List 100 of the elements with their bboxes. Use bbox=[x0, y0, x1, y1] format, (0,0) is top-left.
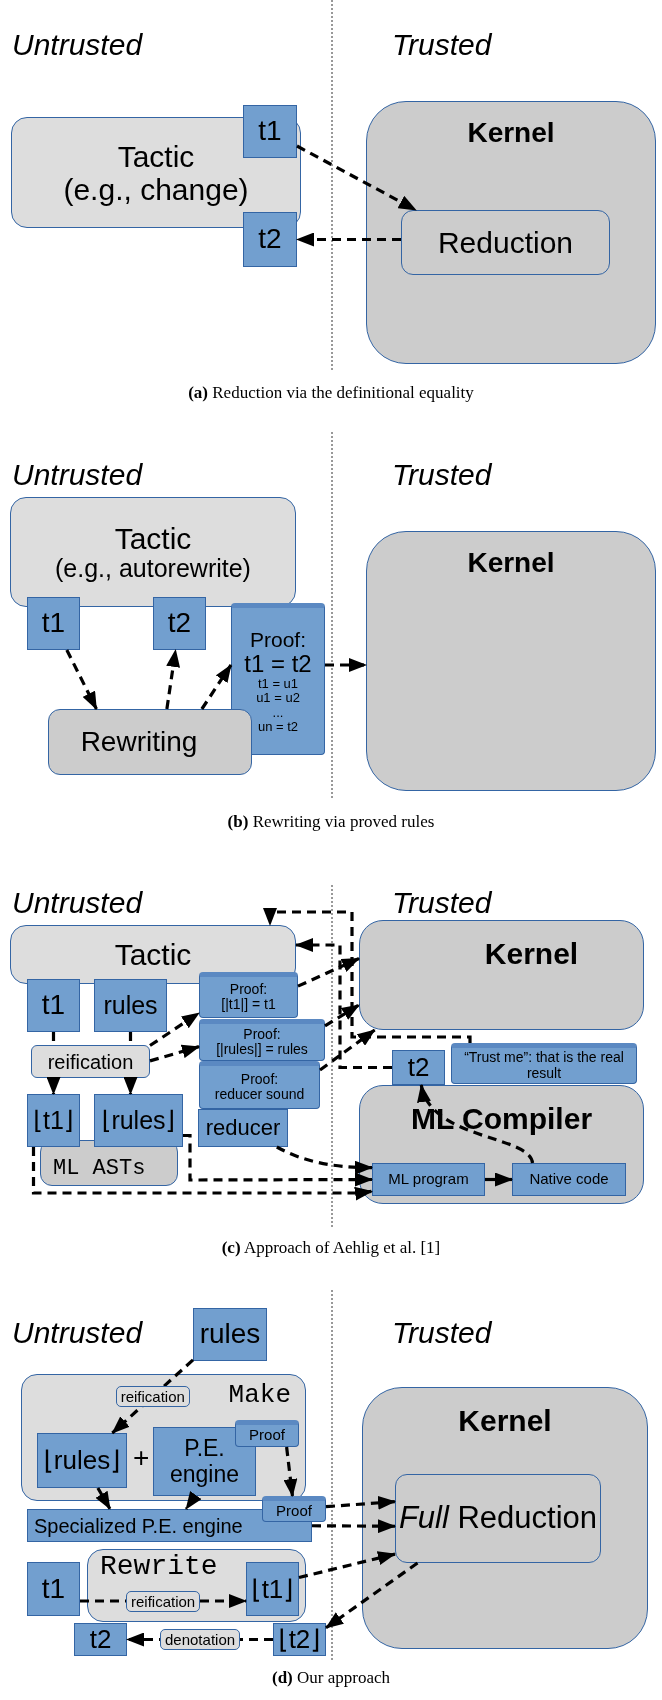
node-label: t2 bbox=[258, 224, 282, 255]
dashed-arrow bbox=[65, 649, 98, 710]
node-label: t2 bbox=[167, 608, 192, 639]
node-label: Proof: bbox=[229, 981, 268, 997]
term-box bbox=[372, 1163, 485, 1196]
node-label: Proof: bbox=[240, 1071, 279, 1087]
dashed-arrow bbox=[165, 649, 181, 710]
process-box bbox=[48, 709, 252, 775]
zone-heading: Untrusted bbox=[12, 1316, 143, 1350]
figure-caption: (b) Rewriting via proved rules bbox=[226, 812, 436, 832]
node-label: Rewriting bbox=[80, 726, 198, 758]
node-label: ... bbox=[272, 705, 284, 721]
kernel-panel bbox=[366, 531, 656, 791]
node-label: rules bbox=[199, 1319, 261, 1350]
term-box bbox=[27, 597, 80, 650]
node-label: Tactic bbox=[117, 139, 195, 173]
dashed-arrow bbox=[95, 1487, 112, 1510]
node-label: reducer bbox=[205, 1115, 281, 1141]
node-label: Native code bbox=[529, 1171, 609, 1188]
term-box bbox=[27, 979, 80, 1032]
node-label: rules bbox=[103, 991, 158, 1020]
term-box bbox=[243, 212, 297, 267]
dashed-arrow bbox=[184, 1491, 202, 1510]
node-label: Kernel bbox=[458, 1404, 552, 1437]
term-box bbox=[27, 1094, 80, 1147]
node-label: Kernel bbox=[467, 548, 555, 579]
dashed-arrow bbox=[123, 1077, 138, 1095]
dashed-arrow bbox=[149, 1044, 200, 1063]
figure-caption: (a) Reduction via the definitional equality bbox=[187, 383, 475, 403]
node-label: Proof: bbox=[243, 1026, 281, 1042]
plus-sign: + bbox=[133, 1442, 150, 1474]
kernel-panel bbox=[359, 920, 644, 1030]
proof-scroll bbox=[199, 1061, 320, 1109]
zone-heading: Trusted bbox=[392, 1316, 492, 1350]
term-box bbox=[243, 105, 297, 158]
kernel-panel bbox=[362, 1387, 648, 1649]
process-box bbox=[395, 1474, 601, 1563]
node-label: ⌊rules⌋ bbox=[101, 1106, 176, 1135]
node-label: (e.g., autorewrite) bbox=[55, 554, 251, 583]
node-label: t1 bbox=[258, 116, 282, 147]
node-label: reducer sound bbox=[214, 1087, 305, 1103]
dashed-arrow bbox=[263, 908, 472, 1043]
proof-scroll bbox=[199, 1019, 325, 1061]
dashed-arrow bbox=[325, 1561, 419, 1630]
dashed-arrow bbox=[276, 1145, 373, 1175]
node-label: Kernel bbox=[484, 937, 579, 970]
node-label: P.E. engine bbox=[168, 1436, 241, 1487]
node-label: ML ASTs bbox=[53, 1156, 146, 1181]
dashed-arrow bbox=[298, 1551, 396, 1580]
node-label: ⌊t1⌋ bbox=[33, 1106, 74, 1135]
tactic-box bbox=[87, 1549, 306, 1622]
dashed-arrow bbox=[319, 1028, 376, 1072]
dashed-arrow bbox=[485, 1172, 513, 1187]
zone-heading: Untrusted bbox=[12, 458, 143, 492]
term-box bbox=[153, 597, 206, 650]
proof-scroll bbox=[235, 1420, 299, 1447]
node-label: ⌊t1⌋ bbox=[251, 1574, 294, 1604]
node-label: [|t1|] = t1 bbox=[221, 997, 276, 1013]
dashed-arrow bbox=[296, 232, 401, 247]
node-label: reification bbox=[47, 1050, 134, 1073]
node-label: (e.g., change) bbox=[63, 172, 249, 206]
dashed-arrow bbox=[297, 957, 360, 988]
term-box bbox=[198, 1109, 288, 1147]
term-box bbox=[392, 1050, 445, 1085]
node-label: t1 bbox=[41, 1573, 66, 1605]
dashed-arrow bbox=[325, 658, 367, 672]
process-box bbox=[401, 210, 610, 275]
node-label: t1 = t2 bbox=[244, 650, 312, 678]
kernel-panel bbox=[366, 101, 656, 364]
node-label: ⌊t2⌋ bbox=[278, 1625, 321, 1654]
zone-heading: Trusted bbox=[392, 886, 492, 920]
dashed-arrow bbox=[200, 664, 233, 710]
node-label: t1 bbox=[41, 990, 66, 1021]
dashed-arrow bbox=[325, 1495, 396, 1510]
figure-caption: (d) Our approach bbox=[271, 1668, 391, 1688]
term-box bbox=[27, 1562, 80, 1616]
term-box bbox=[193, 1308, 267, 1361]
node-label: Tactic bbox=[114, 938, 192, 971]
node-label: Proof: bbox=[250, 627, 306, 651]
node-label: ML program bbox=[388, 1171, 469, 1188]
term-box bbox=[74, 1623, 127, 1656]
node-label: Make bbox=[228, 1381, 291, 1410]
term-box bbox=[94, 979, 167, 1032]
term-box bbox=[37, 1433, 127, 1488]
node-label: ⌊rules⌋ bbox=[43, 1446, 121, 1475]
dashed-arrow bbox=[324, 1003, 360, 1028]
node-label: ML Compiler bbox=[410, 1102, 593, 1135]
node-label: Rewrite bbox=[100, 1552, 218, 1583]
node-label: un = t2 bbox=[257, 720, 299, 735]
step-box bbox=[31, 1045, 150, 1078]
edge-label: reification bbox=[126, 1590, 201, 1612]
edge-label: denotation bbox=[160, 1629, 241, 1650]
proof-scroll bbox=[262, 1496, 326, 1522]
node-label: “Trust me”: that is the real result bbox=[463, 1050, 625, 1081]
dashed-arrow bbox=[312, 1519, 396, 1534]
tactic-box bbox=[11, 117, 301, 228]
term-box bbox=[246, 1562, 299, 1616]
dashed-arrow bbox=[296, 144, 417, 212]
dashed-arrow bbox=[31, 1147, 373, 1201]
dashed-arrow bbox=[283, 1446, 298, 1497]
